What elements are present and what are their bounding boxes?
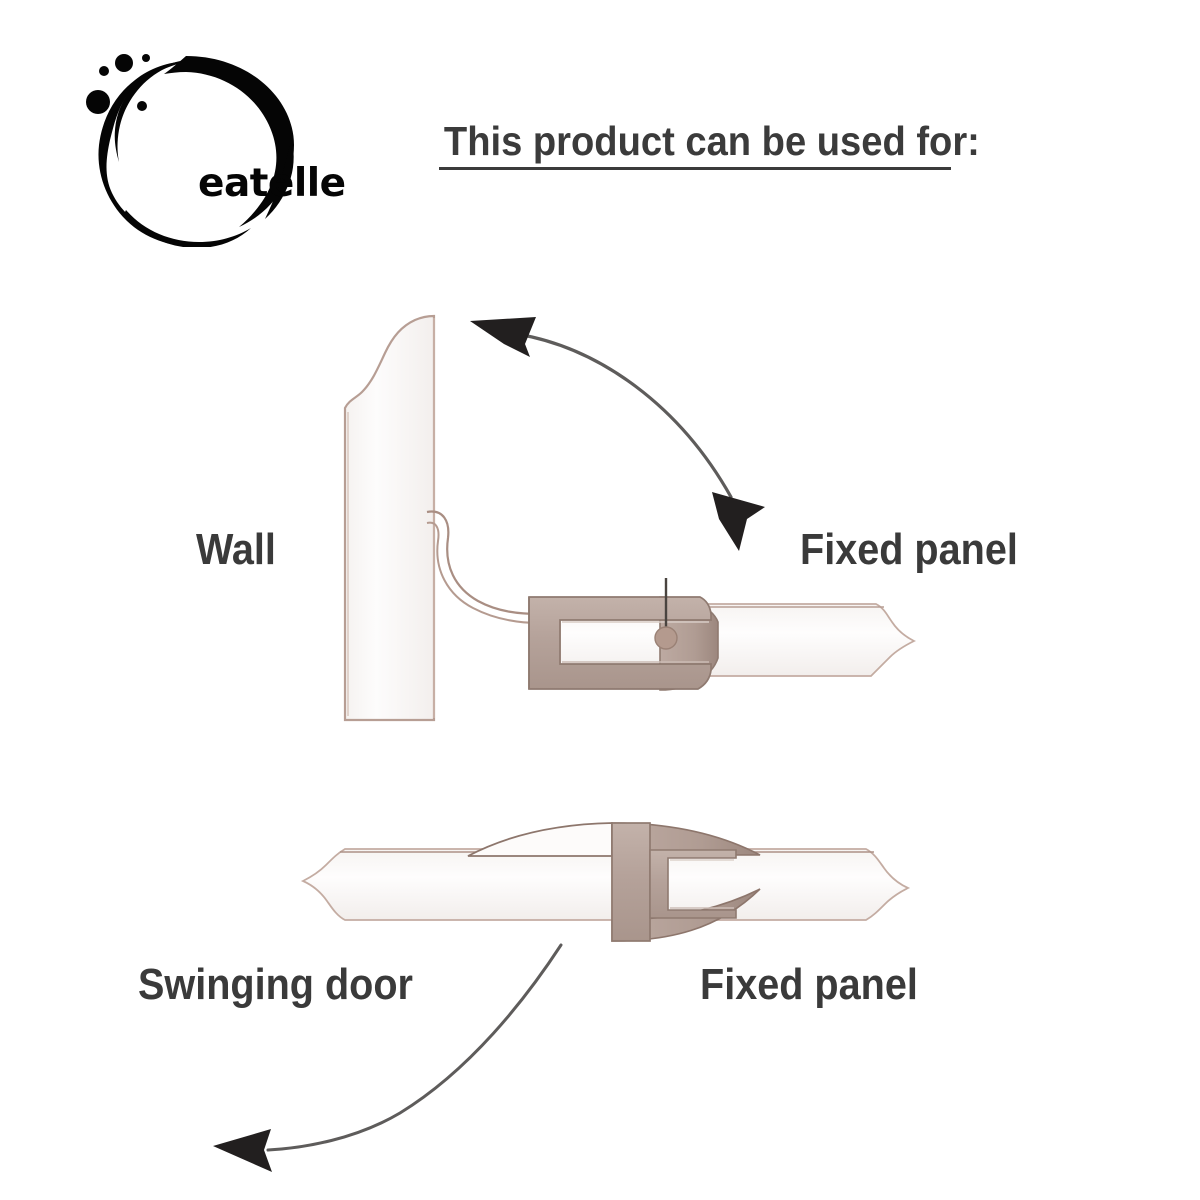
brand-logo: eatelle xyxy=(66,42,346,247)
clamp-screw-dot xyxy=(654,626,678,650)
swing-arrow-bottom xyxy=(213,943,563,1172)
clamp-bracket-bottom xyxy=(611,822,761,942)
label-wall: Wall xyxy=(196,525,276,574)
seal-spine xyxy=(611,822,651,942)
hinge-seal xyxy=(426,510,541,624)
fixed-panel-bottom xyxy=(639,848,911,921)
rotation-arrow-top xyxy=(470,317,765,551)
arrowhead-left xyxy=(470,317,536,357)
label-swinging-door: Swinging door xyxy=(138,960,413,1009)
page-title-underline xyxy=(439,167,951,171)
page-title: This product can be used for: xyxy=(425,118,980,171)
wall-panel xyxy=(343,314,436,722)
label-fixed-panel-top: Fixed panel xyxy=(800,525,1018,574)
label-fixed-panel-bottom: Fixed panel xyxy=(700,960,918,1009)
page-title-text: This product can be used for: xyxy=(443,118,980,164)
arrowhead-swing xyxy=(213,1129,272,1172)
brand-wordmark: eatelle xyxy=(198,161,346,206)
swinging-door-panel xyxy=(300,848,613,921)
clamp-screw xyxy=(654,578,678,650)
arrowhead-right xyxy=(712,492,765,551)
ink-circle-brush-icon xyxy=(86,54,294,247)
